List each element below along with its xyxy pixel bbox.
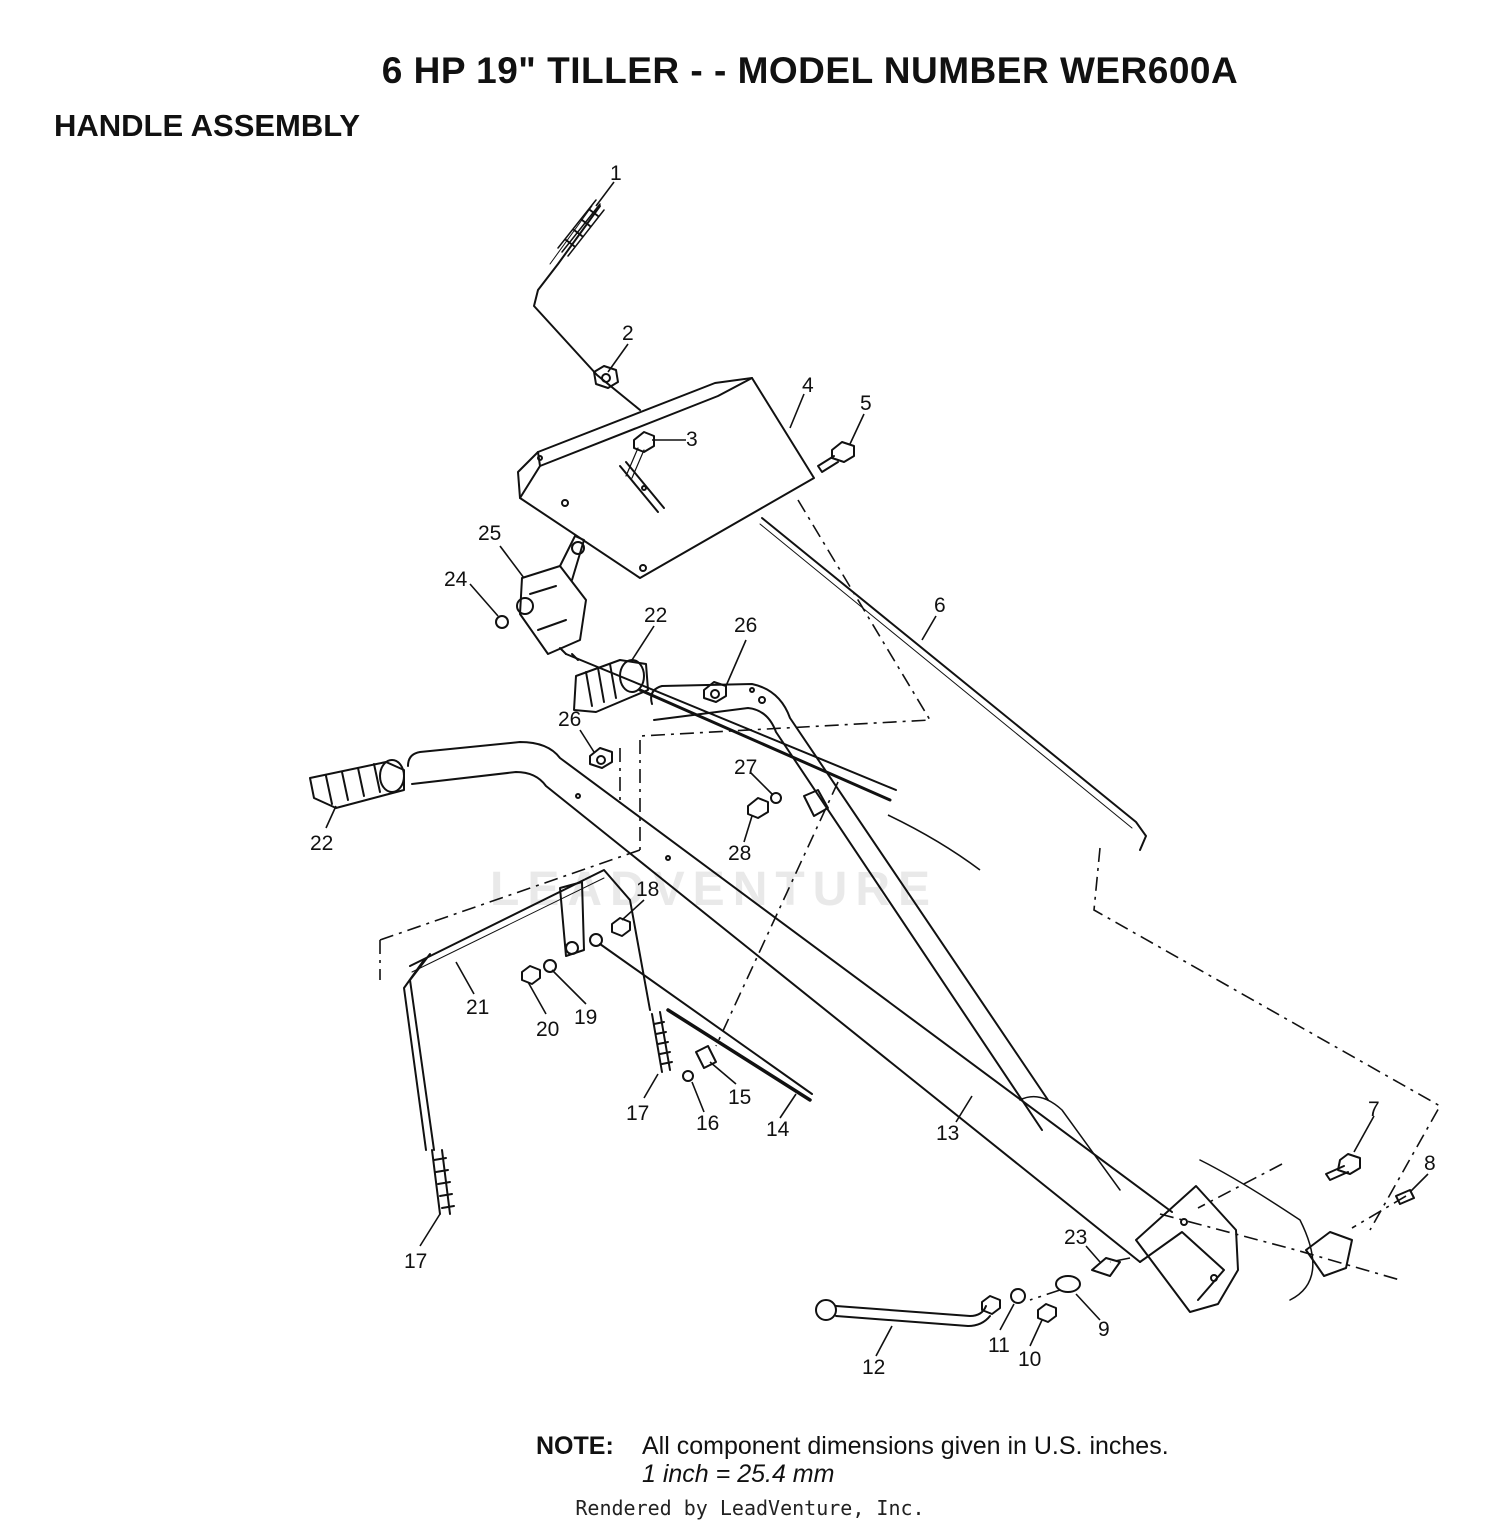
note-conversion: 1 inch = 25.4 mm xyxy=(642,1460,835,1488)
part-26-nut-lower xyxy=(589,747,613,769)
callout-12: 12 xyxy=(862,1356,885,1379)
callout-14: 14 xyxy=(766,1118,790,1141)
callout-22-upper: 22 xyxy=(644,604,667,627)
watermark-text: LEADVENTURE xyxy=(490,863,938,916)
part-28-nut xyxy=(747,797,769,819)
callout-27: 27 xyxy=(734,756,757,779)
part-27-washer xyxy=(770,792,782,804)
footer-credit: Rendered by LeadVenture, Inc. xyxy=(575,1496,925,1520)
callout-4: 4 xyxy=(802,374,814,397)
part-24-nut xyxy=(495,615,509,629)
callout-9: 9 xyxy=(1098,1318,1110,1341)
callout-18: 18 xyxy=(636,878,659,901)
lever-bolt xyxy=(981,1295,1001,1315)
callout-5: 5 xyxy=(860,392,872,415)
part-16-nut xyxy=(682,1070,694,1082)
part-11-washer xyxy=(1010,1288,1026,1304)
part-19-washer xyxy=(543,959,557,973)
part-22-grip-lower xyxy=(309,759,405,809)
callout-26-upper: 26 xyxy=(734,614,757,637)
part-1-control-rod xyxy=(533,199,641,411)
part-14-cable xyxy=(599,943,813,1102)
callout-24: 24 xyxy=(444,568,468,591)
part-22-grip-upper xyxy=(573,659,649,713)
callout-7: 7 xyxy=(1368,1098,1380,1121)
upper-cable xyxy=(559,647,897,802)
callout-28: 28 xyxy=(728,842,751,865)
callout-25: 25 xyxy=(478,522,501,545)
callout-13: 13 xyxy=(936,1122,959,1145)
part-5-bolt xyxy=(817,441,855,473)
callout-8: 8 xyxy=(1424,1152,1436,1175)
part-9-spacer xyxy=(1055,1275,1081,1293)
callout-17-lower: 17 xyxy=(404,1250,427,1273)
callout-17-center: 17 xyxy=(626,1102,649,1125)
part-6-rod xyxy=(759,517,1147,851)
section-title: HANDLE ASSEMBLY xyxy=(54,108,361,143)
leader-lines xyxy=(325,181,1429,1357)
part-3-bolt xyxy=(625,431,655,479)
handle-bracket xyxy=(1135,1185,1239,1313)
callout-2: 2 xyxy=(622,322,634,345)
part-15-clip xyxy=(695,1045,717,1069)
callout-22-lower: 22 xyxy=(310,832,333,855)
note-text: All component dimensions given in U.S. i… xyxy=(642,1432,1169,1460)
part-7-bolt xyxy=(1325,1153,1361,1181)
part-13-handle xyxy=(407,741,1173,1263)
part-20-nut xyxy=(521,965,541,985)
dimension-note: NOTE: All component dimensions given in U… xyxy=(536,1432,1169,1488)
part-8-pin xyxy=(1395,1189,1415,1205)
frame-pivot-bracket xyxy=(1305,1231,1353,1277)
callout-15: 15 xyxy=(728,1086,751,1109)
part-18-bolt xyxy=(589,917,631,947)
callout-16: 16 xyxy=(696,1112,719,1135)
callout-6: 6 xyxy=(934,594,946,617)
cable-clip-upper xyxy=(803,789,829,817)
callout-20: 20 xyxy=(536,1018,559,1041)
part-12-lever xyxy=(815,1299,991,1327)
part-26-nut-upper xyxy=(703,681,727,703)
part-2-nut xyxy=(593,365,619,389)
callouts: 1 2 3 4 5 6 7 8 9 10 11 12 13 14 15 16 1… xyxy=(310,162,1436,1379)
tiller-frame-outline xyxy=(1199,1159,1314,1301)
callout-23: 23 xyxy=(1064,1226,1087,1249)
callout-26-lower: 26 xyxy=(558,708,581,731)
part-25-bracket xyxy=(516,535,587,655)
part-17-spring-center xyxy=(651,1011,673,1073)
page-title: 6 HP 19" TILLER - - MODEL NUMBER WER600A xyxy=(381,50,1239,91)
part-4-shield xyxy=(517,377,815,579)
part-23-plate xyxy=(1091,1257,1121,1277)
part-17-spring-lower xyxy=(431,1149,455,1215)
part-21-link-rod xyxy=(403,869,651,1151)
assembly-dashed-lines xyxy=(379,499,1442,1301)
callout-1: 1 xyxy=(610,162,622,185)
part-10-nut xyxy=(1037,1303,1057,1323)
note-label: NOTE: xyxy=(536,1432,614,1460)
callout-21: 21 xyxy=(466,996,489,1019)
callout-3: 3 xyxy=(686,428,698,451)
callout-11: 11 xyxy=(988,1334,1010,1357)
callout-19: 19 xyxy=(574,1006,597,1029)
callout-10: 10 xyxy=(1018,1348,1041,1371)
